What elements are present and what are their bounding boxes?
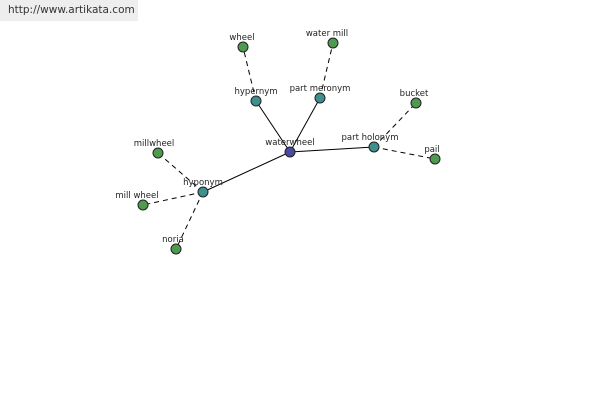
node-label: mill wheel [115, 191, 158, 201]
node-label: pail [424, 145, 439, 155]
node-part-meronym[interactable]: part meronym [290, 84, 351, 104]
nodes-layer: waterwheel hypernym part meronym part holon… [115, 29, 441, 255]
node-circle[interactable] [170, 243, 182, 255]
node-circle[interactable] [368, 141, 380, 153]
site-watermark: http://www.artikata.com [0, 0, 138, 21]
edge-part-holonym-to-bucket [373, 102, 417, 148]
edge-waterwheel-to-part-holonym [289, 146, 375, 153]
edge-part-holonym-to-pail [373, 146, 436, 160]
node-circle[interactable] [237, 41, 249, 53]
node-label: part holonym [342, 133, 399, 143]
node-circle[interactable] [314, 92, 326, 104]
node-part-holonym[interactable]: part holonym [342, 133, 399, 153]
edge-part-meronym-to-water-mill [319, 42, 334, 99]
node-label: water mill [306, 29, 348, 39]
node-label: noria [162, 235, 184, 245]
node-label: millwheel [134, 139, 175, 149]
node-circle[interactable] [250, 95, 262, 107]
node-circle[interactable] [197, 186, 209, 198]
edge-waterwheel-to-hyponym [202, 151, 291, 193]
node-water-mill[interactable]: water mill [306, 29, 348, 49]
node-pail[interactable]: pail [424, 145, 441, 165]
node-label: hypernym [234, 87, 277, 97]
node-circle[interactable] [284, 146, 296, 158]
edge-waterwheel-to-part-meronym [289, 97, 321, 153]
node-hyponym[interactable]: hyponym [183, 178, 223, 198]
edge-waterwheel-to-hypernym [255, 100, 291, 153]
edge-hypernym-to-wheel [242, 46, 257, 102]
edge-hyponym-to-noria [175, 191, 204, 250]
node-noria[interactable]: noria [162, 235, 184, 255]
node-label: part meronym [290, 84, 351, 94]
node-label: waterwheel [265, 138, 314, 148]
node-circle[interactable] [410, 97, 422, 109]
node-circle[interactable] [429, 153, 441, 165]
node-hypernym[interactable]: hypernym [234, 87, 278, 107]
edges-layer [142, 42, 436, 250]
node-label: bucket [400, 89, 429, 99]
edge-hyponym-to-mill-wheel [142, 191, 204, 206]
node-circle[interactable] [327, 37, 339, 49]
node-mill-wheel[interactable]: mill wheel [115, 191, 159, 211]
node-label: wheel [229, 33, 254, 43]
node-wheel[interactable]: wheel [229, 33, 255, 53]
node-waterwheel[interactable]: waterwheel [265, 138, 315, 158]
node-label: hyponym [183, 178, 223, 188]
node-bucket[interactable]: bucket [400, 89, 429, 109]
node-millwheel[interactable]: millwheel [134, 139, 175, 159]
node-circle[interactable] [137, 199, 149, 211]
edge-hyponym-to-millwheel [157, 152, 204, 193]
node-circle[interactable] [152, 147, 164, 159]
watermark-url: http://www.artikata.com [8, 4, 135, 16]
